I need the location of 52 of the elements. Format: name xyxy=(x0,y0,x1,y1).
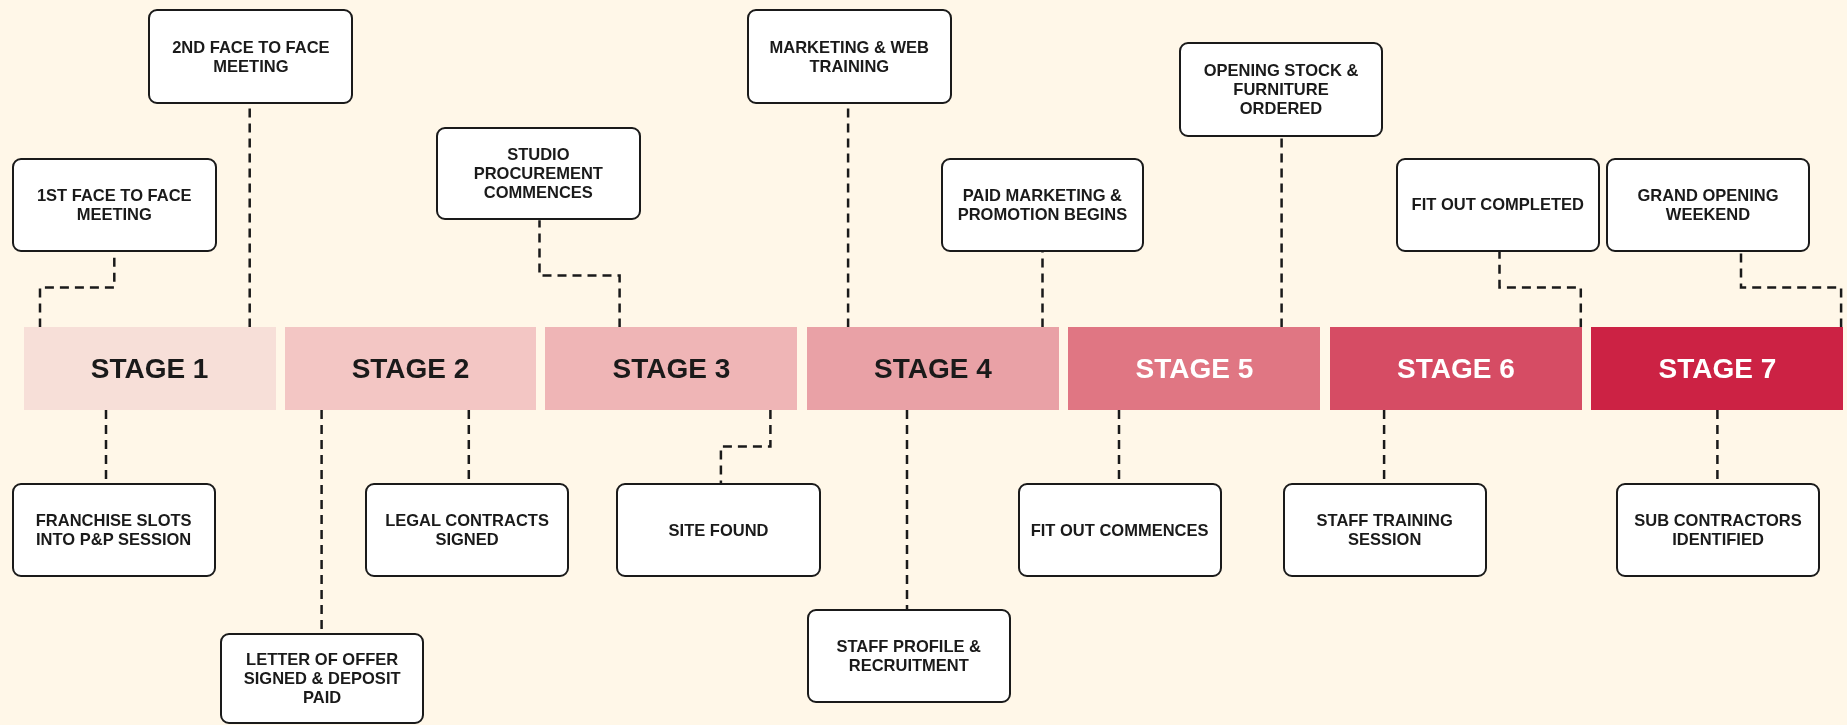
stage-label: STAGE 6 xyxy=(1397,352,1515,385)
milestone-label: PAID MARKETING & PROMOTION BEGINS xyxy=(956,185,1129,224)
dashed-connector xyxy=(905,409,909,609)
milestone-label: 2ND FACE TO FACE MEETING xyxy=(171,37,331,76)
milestone-box xyxy=(11,157,217,253)
milestone-box xyxy=(1282,482,1487,578)
milestone-box xyxy=(941,157,1144,253)
milestone-label: SUB CONTRACTORS IDENTIFIED xyxy=(1633,511,1803,549)
stage-bar xyxy=(1591,327,1844,410)
milestone-label: LETTER OF OFFER SIGNED & DEPOSIT PAID xyxy=(242,650,402,707)
milestone-label: FRANCHISE SLOTS INTO P&P SESSION xyxy=(34,511,193,549)
milestone-label: GRAND OPENING WEEKEND xyxy=(1636,185,1780,224)
milestone-label: STUDIO PROCUREMENT COMMENCES xyxy=(472,145,604,203)
stage-label: STAGE 2 xyxy=(351,352,470,385)
stage-label: STAGE 5 xyxy=(1135,352,1254,385)
milestone-label: STAFF PROFILE & RECRUITMENT xyxy=(835,637,983,676)
milestone-box xyxy=(1605,157,1811,253)
milestone-box xyxy=(11,482,216,578)
milestone-box xyxy=(1395,157,1600,253)
milestone-box xyxy=(365,482,569,578)
stage-bar xyxy=(545,327,798,410)
stage-label: STAGE 1 xyxy=(90,352,209,385)
milestone-box xyxy=(148,9,354,104)
stage-label: STAGE 7 xyxy=(1658,352,1777,385)
milestone-box xyxy=(746,9,952,104)
stage-bar xyxy=(285,327,536,410)
milestone-label: STAFF TRAINING SESSION xyxy=(1315,511,1454,549)
milestone-label: OPENING STOCK & FURNITURE ORDERED xyxy=(1202,61,1360,118)
milestone-box xyxy=(1616,482,1820,578)
stage-bar xyxy=(806,327,1059,410)
milestone-box xyxy=(616,482,821,578)
stage-label: STAGE 3 xyxy=(612,352,731,385)
dashed-connector xyxy=(538,220,621,328)
stage-bar xyxy=(1329,327,1582,410)
dashed-connector xyxy=(1739,252,1843,328)
milestone-box xyxy=(806,609,1011,704)
milestone-label: SITE FOUND xyxy=(668,520,769,540)
milestone-label: 1ST FACE TO FACE MEETING xyxy=(35,185,193,224)
milestone-label: FIT OUT COMMENCES xyxy=(1030,520,1209,540)
milestone-label: FIT OUT COMPLETED xyxy=(1411,195,1584,215)
dashed-connector xyxy=(1498,252,1583,328)
stage-label: STAGE 4 xyxy=(874,352,992,385)
dashed-connector xyxy=(719,409,772,483)
milestone-box xyxy=(435,127,641,221)
milestone-box xyxy=(1017,482,1222,578)
milestone-box xyxy=(1179,42,1383,137)
dashed-connector xyxy=(1280,136,1283,328)
milestone-box xyxy=(220,632,425,725)
stage-bar xyxy=(1068,327,1321,410)
milestone-label: LEGAL CONTRACTS SIGNED xyxy=(384,511,550,549)
milestone-label: MARKETING & WEB TRAINING xyxy=(768,37,930,76)
stage-bar xyxy=(23,327,276,410)
